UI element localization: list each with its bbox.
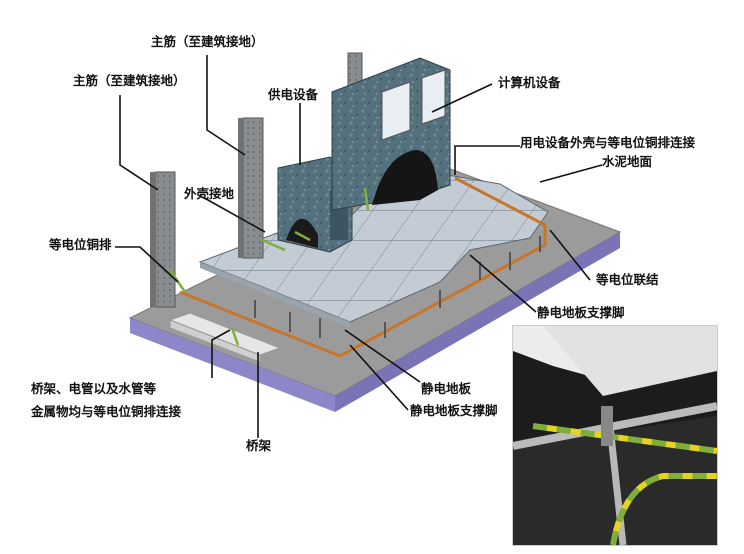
copper-busbar-loop <box>179 176 547 358</box>
label-computer-equipment: 计算机设备 <box>498 75 561 90</box>
computer-cabinet <box>331 57 451 211</box>
inset-photo-illustration <box>513 326 717 545</box>
cable-tray <box>168 312 282 363</box>
label-floor-support: 静电地板支撑脚 <box>537 305 625 320</box>
label-metal-bonding-line2: 金属物均与等电位铜排连接 <box>31 404 182 419</box>
label-floor-support-2: 静电地板支撑脚 <box>410 403 498 418</box>
label-equipotential-bonding: 等电位联结 <box>596 272 659 287</box>
steel-column-left <box>150 171 176 308</box>
label-main-bar-left: 主筋（至建筑接地） <box>73 73 186 88</box>
label-metal-bonding-line1: 桥架、电管以及水管等 <box>31 381 157 396</box>
label-cable-tray: 桥架 <box>246 438 272 453</box>
label-equipotential-busbar: 等电位铜排 <box>49 237 112 252</box>
inset-photo <box>512 325 718 546</box>
label-main-bar-top: 主筋（至建筑接地） <box>151 34 264 49</box>
leader-lines <box>115 55 603 438</box>
label-shell-grounding: 外壳接地 <box>184 186 235 201</box>
steel-column-middle <box>238 117 264 259</box>
label-enclosure-connection: 用电设备外壳与等电位铜排连接 <box>520 135 696 150</box>
floor-support-feet <box>254 236 541 338</box>
label-antistatic-floor: 静电地板 <box>421 381 472 396</box>
label-power-equipment: 供电设备 <box>268 87 319 102</box>
label-cement-floor: 水泥地面 <box>602 154 653 169</box>
